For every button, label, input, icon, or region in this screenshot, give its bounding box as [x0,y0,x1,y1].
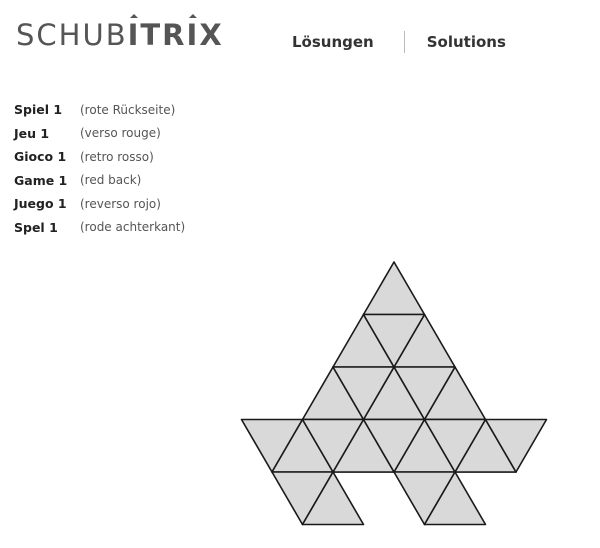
game-name: Spiel 1 [14,102,63,118]
logo-text-tr: TR [140,18,187,52]
nav-divider [403,31,405,53]
game-name: Gioco 1 [14,149,67,165]
puzzle-triangle [362,261,426,316]
puzzle-triangle [332,366,395,421]
game-name: Jeu 1 [14,125,50,141]
logo-text-i: I [127,18,141,52]
schubitrix-logo: SCHUBITRIX [16,18,224,52]
logo-text-x: X [199,18,224,52]
game-list: Spiel 1 (rote Rückseite) Jeu 1 (verso roug… [14,98,185,239]
game-name: Spel 1 [14,219,58,235]
game-description: (retro rosso) [80,149,154,164]
game-row: Jeu 1 (verso rouge) [14,122,185,146]
game-description: (red back) [80,173,142,188]
game-row: Spel 1 (rode achterkant) [14,216,185,240]
puzzle-triangle [484,418,548,473]
puzzle-triangle [362,418,426,473]
game-description: (rode achterkant) [80,220,186,235]
puzzle-triangle [393,366,456,421]
game-description: (rote Rückseite) [80,102,176,117]
top-nav: Lösungen Solutions [292,31,506,53]
game-row: Spiel 1 (rote Rückseite) [14,98,185,122]
puzzle-triangle [423,418,487,473]
logo-text-schub: SCHUB [16,18,128,52]
logo-text-i2: I [186,18,200,52]
game-description: (verso rouge) [80,126,161,141]
game-description: (reverso rojo) [80,196,161,211]
puzzle-triangle [301,418,365,473]
game-name: Game 1 [14,172,68,188]
game-row: Gioco 1 (retro rosso) [14,145,185,169]
puzzle-triangle [362,313,426,368]
nav-link-losungen[interactable]: Lösungen [292,33,374,51]
game-row: Juego 1 (reverso rojo) [14,192,185,216]
nav-link-solutions[interactable]: Solutions [426,33,506,51]
puzzle-triangle [423,471,487,526]
game-name: Juego 1 [14,196,67,212]
game-row: Game 1 (red back) [14,169,185,193]
puzzle-triangle [301,471,365,526]
